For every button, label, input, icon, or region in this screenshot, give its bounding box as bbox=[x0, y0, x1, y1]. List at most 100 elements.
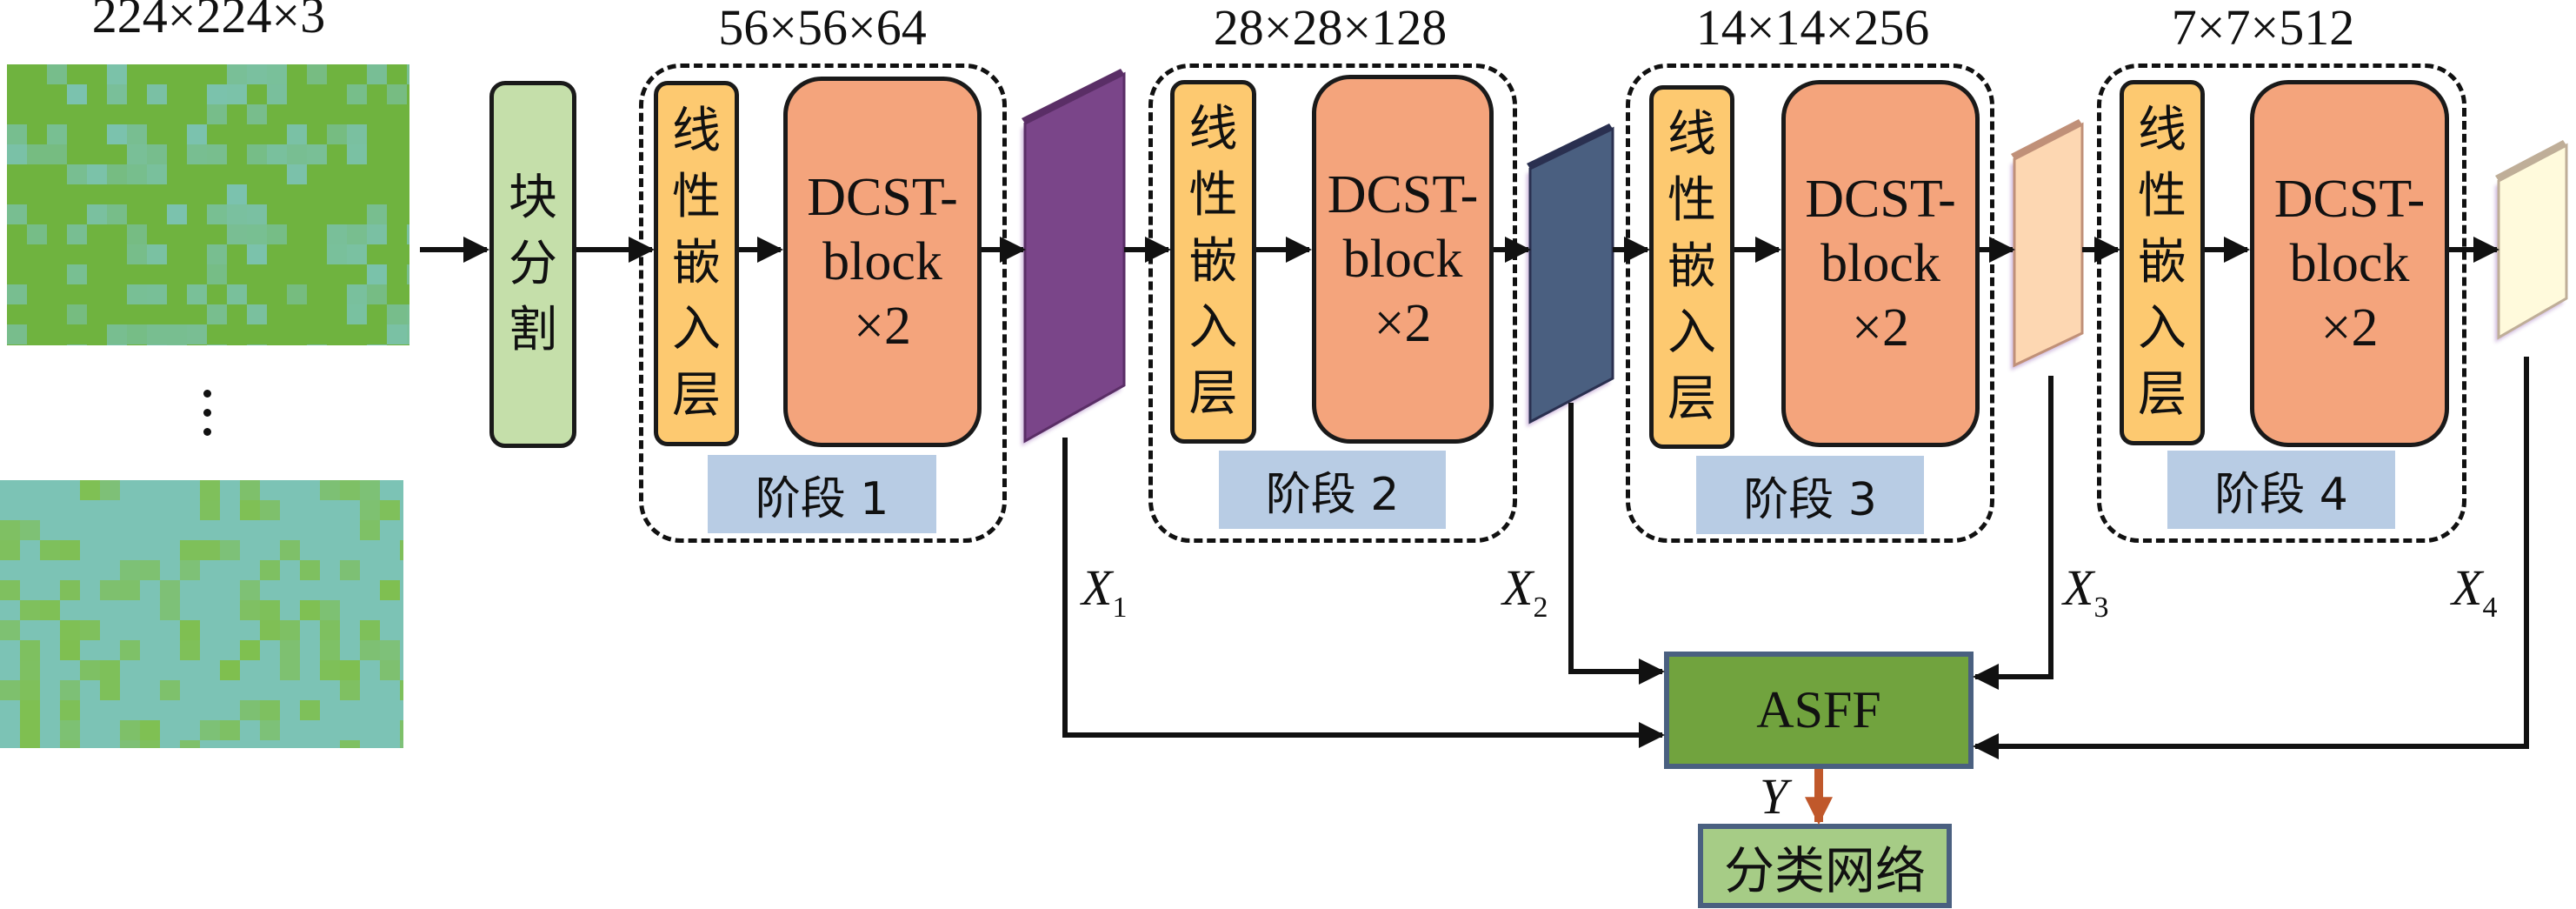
image-tile bbox=[67, 84, 87, 104]
image-tile bbox=[20, 520, 40, 540]
dcst-line-2: block bbox=[822, 232, 942, 291]
image-tile bbox=[380, 640, 400, 660]
image-tile bbox=[180, 620, 200, 640]
image-tile bbox=[287, 164, 307, 184]
image-tile bbox=[100, 660, 120, 680]
image-tile bbox=[200, 540, 220, 560]
stage-4-linear-embedding: 线性嵌入层 bbox=[2120, 80, 2205, 445]
image-tile bbox=[107, 164, 127, 184]
image-tile bbox=[67, 224, 87, 244]
image-tile bbox=[367, 344, 387, 345]
feature-map-3-top-edge bbox=[2011, 119, 2082, 159]
image-tile bbox=[80, 620, 100, 640]
image-tile bbox=[280, 640, 300, 660]
image-tile bbox=[127, 224, 147, 244]
image-tile bbox=[367, 204, 387, 224]
feature-map-3 bbox=[2013, 122, 2084, 368]
dcst-line-3: ×2 bbox=[1374, 294, 1432, 353]
image-tile bbox=[240, 700, 260, 720]
stage-2-dcst-block: DCST-block×2 bbox=[1312, 75, 1494, 444]
image-tile bbox=[267, 224, 287, 244]
image-tile bbox=[407, 64, 409, 84]
image-tile bbox=[340, 480, 360, 500]
image-tile bbox=[67, 344, 87, 345]
image-tile bbox=[20, 720, 40, 740]
image-tile bbox=[387, 304, 407, 324]
image-tile bbox=[100, 580, 120, 600]
dcst-line-2: block bbox=[2289, 234, 2410, 293]
image-tile bbox=[160, 680, 180, 700]
patch-partition-label: 块分割 bbox=[509, 170, 557, 358]
image-tile bbox=[120, 640, 140, 660]
image-tile bbox=[180, 540, 200, 560]
image-tile bbox=[247, 224, 267, 244]
image-tile bbox=[0, 520, 20, 540]
dcst-line-1: DCST- bbox=[1327, 165, 1479, 224]
image-tile bbox=[327, 124, 347, 144]
image-tile bbox=[347, 224, 367, 244]
stage-2-size-label: 28×28×128 bbox=[1213, 0, 1448, 56]
dcst-line-3: ×2 bbox=[2320, 298, 2379, 358]
image-tile bbox=[327, 244, 347, 264]
image-tile bbox=[107, 324, 127, 344]
image-tile bbox=[147, 344, 167, 345]
image-tile bbox=[127, 244, 147, 264]
image-tile bbox=[240, 500, 260, 520]
image-tile bbox=[187, 144, 207, 164]
stage-3-container bbox=[1626, 63, 1994, 543]
image-tile bbox=[340, 680, 360, 700]
image-tile bbox=[407, 224, 409, 244]
x2-label: X2 bbox=[1502, 559, 1548, 625]
image-tile bbox=[180, 560, 200, 580]
image-tile bbox=[347, 304, 367, 324]
asff-fusion-block: ASFF bbox=[1664, 652, 1974, 769]
image-tile bbox=[147, 324, 167, 344]
image-tile bbox=[167, 324, 187, 344]
feature-map-4 bbox=[2497, 143, 2568, 340]
image-tile bbox=[360, 500, 380, 520]
image-tile bbox=[60, 720, 80, 740]
dcst-line-2: block bbox=[1821, 234, 1940, 293]
image-tile bbox=[127, 284, 147, 304]
image-tile bbox=[287, 284, 307, 304]
patch-partition-block: 块分割 bbox=[489, 81, 576, 448]
x3-label: X3 bbox=[2063, 559, 2109, 625]
image-tile bbox=[220, 720, 240, 740]
image-tile bbox=[200, 480, 220, 500]
vertical-ellipsis-icon bbox=[203, 390, 212, 442]
input-image-2 bbox=[0, 480, 403, 748]
image-tile bbox=[107, 204, 127, 224]
image-tile bbox=[347, 284, 367, 304]
image-tile bbox=[240, 480, 260, 500]
image-tile bbox=[247, 204, 267, 224]
input-image-1 bbox=[7, 64, 409, 345]
stage-3-dcst-block: DCST-block×2 bbox=[1781, 80, 1980, 447]
image-tile bbox=[407, 264, 409, 284]
image-tile bbox=[107, 84, 127, 104]
image-tile bbox=[7, 284, 27, 304]
stage-4-linear-embedding-label: 线性嵌入层 bbox=[2138, 102, 2187, 423]
image-tile bbox=[60, 620, 80, 640]
image-tile bbox=[320, 600, 340, 620]
image-tile bbox=[0, 680, 20, 700]
image-tile bbox=[207, 344, 227, 345]
image-tile bbox=[7, 204, 27, 224]
image-tile bbox=[147, 244, 167, 264]
image-tile bbox=[407, 324, 409, 344]
stage-2-linear-embedding-label: 线性嵌入层 bbox=[1188, 101, 1238, 422]
image-tile bbox=[360, 640, 380, 660]
image-tile bbox=[7, 144, 27, 164]
image-tile bbox=[267, 84, 287, 104]
image-tile bbox=[367, 224, 387, 244]
image-tile bbox=[120, 720, 140, 740]
image-tile bbox=[400, 540, 403, 560]
image-tile bbox=[60, 580, 80, 600]
image-tile bbox=[400, 720, 403, 740]
image-tile bbox=[207, 264, 227, 284]
image-tile bbox=[27, 224, 47, 244]
image-tile bbox=[127, 164, 147, 184]
stage-4-size-label: 7×7×512 bbox=[2171, 0, 2355, 56]
image-tile bbox=[40, 600, 60, 620]
stage-4-label: 阶段 4 bbox=[2167, 451, 2395, 529]
image-tile bbox=[347, 144, 367, 164]
